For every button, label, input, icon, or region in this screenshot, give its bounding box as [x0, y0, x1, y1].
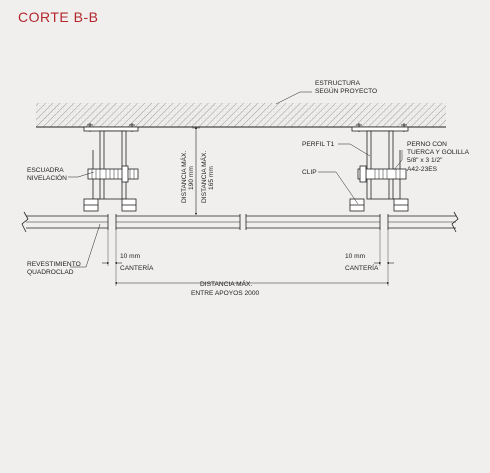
label-clip: CLIP: [302, 169, 317, 176]
label-perno-4: A42-23ES: [407, 166, 438, 173]
label-canteria-left-2: CANTERÍA: [120, 263, 154, 272]
drawing-title: CORTE B-B: [18, 9, 99, 25]
right-support: [349, 126, 409, 212]
label-escuadra-2: NIVELACIÓN: [27, 173, 67, 182]
label-canteria-left-1: 10 mm: [120, 253, 141, 260]
label-perno-1: PERNO CON: [407, 141, 447, 148]
leader-lines: [68, 91, 403, 268]
concrete-structure: [36, 103, 446, 132]
label-perno-3: 5/8" x 3 1/2": [407, 157, 443, 164]
label-revestimiento-2: QUADROCLAD: [27, 269, 74, 276]
label-estructura-1: ESTRUCTURA: [315, 80, 361, 87]
label-canteria-right-1: 10 mm: [345, 253, 366, 260]
label-revestimiento-1: REVESTIMIENTO: [27, 261, 81, 268]
label-perfil: PERFIL T1: [302, 141, 335, 148]
label-escuadra-1: ESCUADRA: [27, 167, 64, 174]
label-distancia-apoyos-1: DISTANCIA MÁX.: [200, 279, 252, 288]
label-distancia-apoyos-2: ENTRE APOYOS 2000: [191, 290, 259, 297]
label-distancia-vertical-4: 165 mm: [208, 166, 215, 190]
label-canteria-right-2: CANTERÍA: [345, 263, 379, 272]
cladding-panels: [21, 211, 459, 233]
labels: ESTRUCTURA SEGÚN PROYECTO ESCUADRA NIVEL…: [27, 80, 470, 297]
dimensions: [102, 126, 394, 286]
left-support: [83, 126, 139, 212]
label-distancia-vertical-1: DISTANCIA MÁX.: [179, 151, 188, 203]
label-estructura-2: SEGÚN PROYECTO: [315, 86, 377, 95]
label-distancia-vertical-3: DISTANCIA MÁX.: [199, 151, 208, 203]
label-distancia-vertical-2: 190 mm: [188, 166, 195, 190]
label-perno-2: TUERCA Y GOLILLA: [407, 149, 470, 156]
